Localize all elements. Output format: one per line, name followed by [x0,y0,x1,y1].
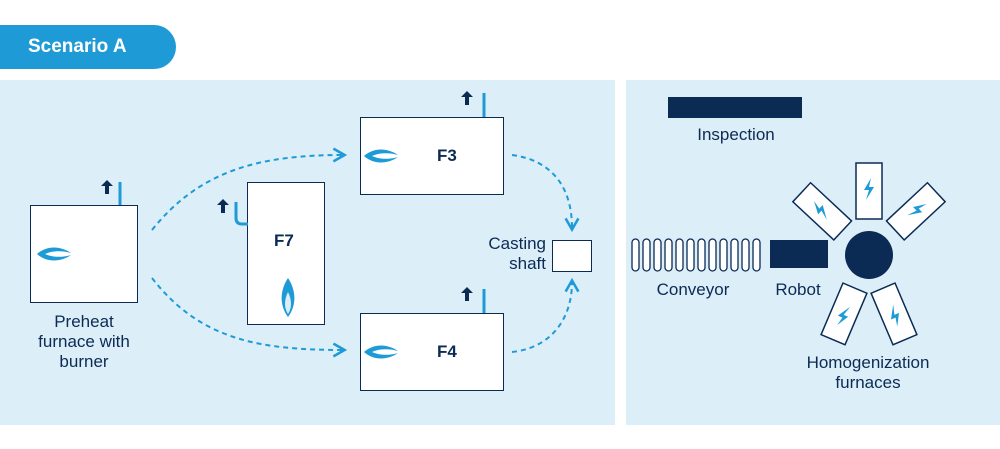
conveyor-rollers [631,238,761,272]
preheat-exhaust-icon [101,180,122,205]
f4-burner-flame-icon [364,345,398,359]
f7-exhaust-icon [217,199,248,226]
homog-furnace-icon [855,162,883,220]
homog-furnace-icon [820,282,868,346]
homog-furnace-icon [885,181,947,242]
inspection-bar [668,97,802,118]
casting-shaft [552,240,592,272]
preheat-label: Preheat furnace with burner [38,312,130,371]
homog-furnace-icon [870,282,918,346]
scenario-badge: Scenario A [0,25,176,69]
robot-label: Robot [775,280,821,299]
f4-label: F4 [437,342,457,361]
f3-label: F3 [437,146,457,165]
flow-arrow-preheat-f3 [151,147,348,231]
casting-label: Casting shaft [488,234,546,273]
homogenization-label: Homogenization furnaces [806,353,930,392]
preheat-furnace [30,205,138,303]
flow-arrow-preheat-f4 [151,277,348,358]
f4-furnace [360,313,504,391]
f7-label: F7 [274,231,294,250]
homog-furnace-icon [791,181,853,242]
f7-flame-icon [281,278,295,317]
robot-arm [770,240,828,268]
f4-exhaust-icon [461,287,486,313]
inspection-label: Inspection [697,125,775,144]
f3-exhaust-icon [461,91,486,117]
flow-arrow-f3-casting [511,154,580,233]
f3-furnace [360,117,504,195]
robot-hub [845,231,893,279]
homogenization-furnaces [791,162,947,346]
conveyor-label: Conveyor [656,280,730,299]
flow-arrow-f4-casting [511,277,580,353]
f3-burner-flame-icon [364,149,398,163]
burner-flame-icon [37,247,71,261]
